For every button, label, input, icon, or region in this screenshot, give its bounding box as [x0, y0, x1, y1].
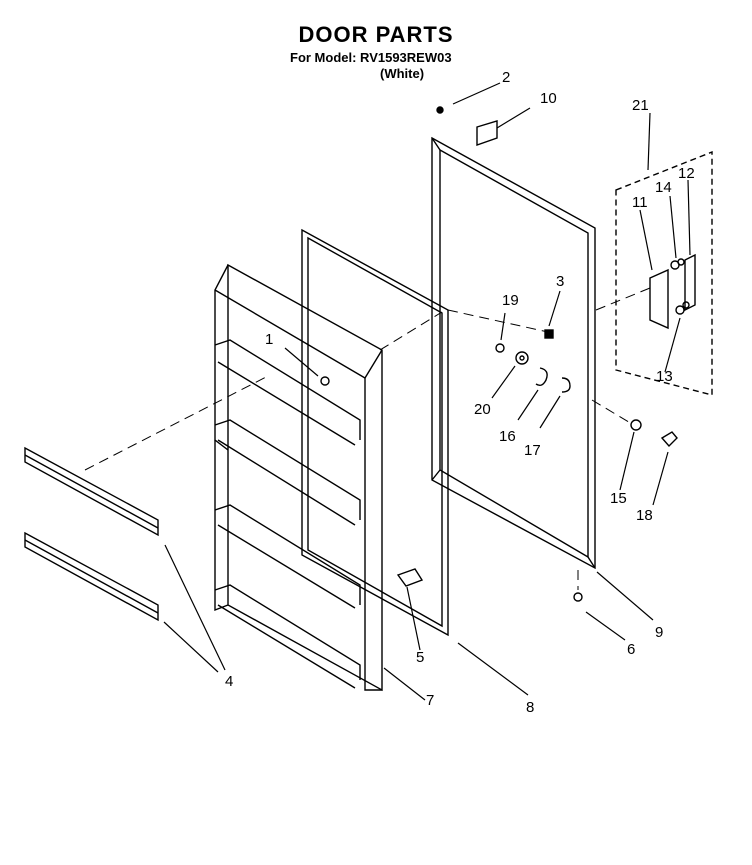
callout-20: 20 [474, 401, 491, 418]
callout-17: 17 [524, 442, 541, 459]
washer-20 [515, 351, 529, 365]
door-gasket [301, 228, 449, 637]
cap-18 [660, 431, 678, 448]
screw-6 [573, 592, 583, 602]
callout-18: 18 [636, 507, 653, 524]
callout-19: 19 [502, 292, 519, 309]
callout-13: 13 [656, 368, 673, 385]
callout-10: 10 [540, 90, 557, 107]
callout-5: 5 [416, 649, 424, 666]
callout-7: 7 [426, 692, 434, 709]
leader-lines [163, 82, 691, 701]
callout-3: 3 [556, 273, 564, 290]
stop-3 [544, 329, 554, 339]
callout-16: 16 [499, 428, 516, 445]
door-rail-upper [24, 446, 159, 537]
screw-2 [436, 106, 444, 114]
callout-15: 15 [610, 490, 627, 507]
callout-11: 11 [632, 194, 648, 211]
label-10 [476, 120, 498, 146]
callout-labels: 1 2 3 4 5 6 7 8 9 10 11 12 13 14 15 16 1… [225, 69, 695, 716]
callout-6: 6 [627, 641, 635, 658]
screw-15 [630, 419, 642, 431]
bracket-16 [535, 367, 548, 387]
model-line: For Model: RV1593REW03 [290, 50, 452, 65]
alignment-lines [84, 287, 651, 590]
hinge-assembly [615, 150, 713, 396]
callout-2: 2 [502, 69, 510, 86]
screw-19 [495, 343, 505, 353]
door-rail-lower [24, 531, 159, 622]
callout-14: 14 [655, 179, 672, 196]
callout-1: 1 [265, 331, 273, 348]
outer-door-panel [431, 136, 596, 570]
clip-17 [561, 377, 571, 393]
page-title: DOOR PARTS [298, 22, 454, 47]
callout-9: 9 [655, 624, 663, 641]
screw-1 [320, 376, 330, 386]
callout-8: 8 [526, 699, 534, 716]
color-line: (White) [380, 66, 425, 81]
inner-door-liner [214, 263, 383, 692]
bumper-5 [396, 568, 424, 587]
callout-21: 21 [632, 97, 649, 114]
callout-4: 4 [225, 673, 233, 690]
callout-12: 12 [678, 165, 695, 182]
